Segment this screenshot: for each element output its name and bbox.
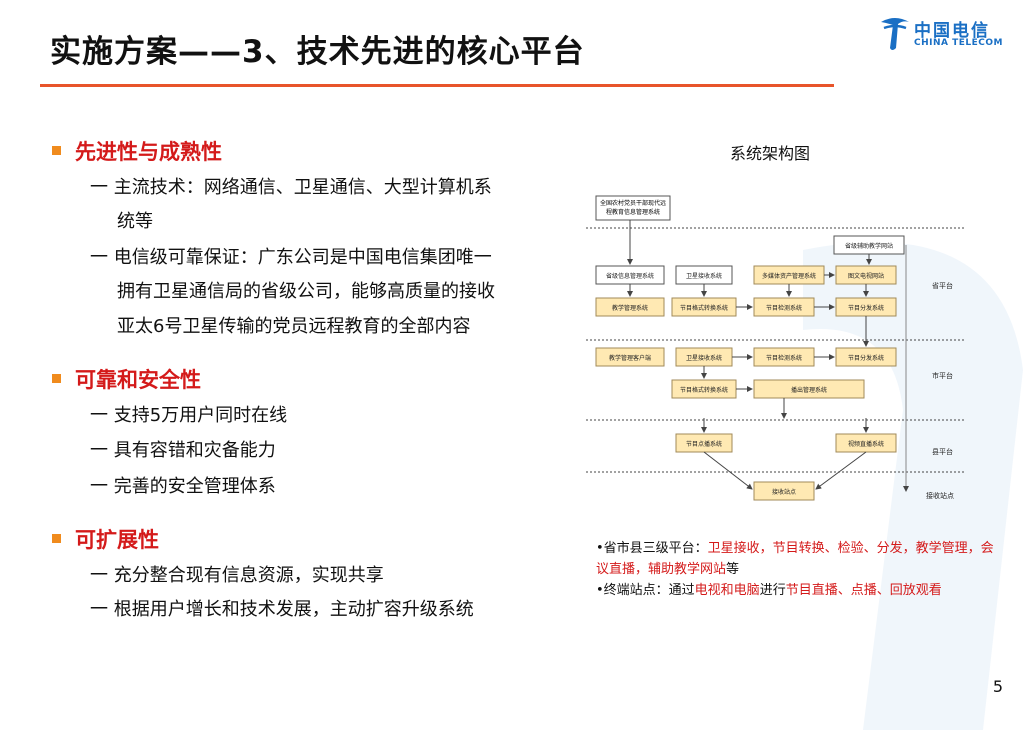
orange-bullet-icon [52, 374, 61, 383]
box-fmt-conv-p: 节目格式转换系统 [680, 304, 728, 312]
architecture-diagram: 全国农村党员干部现代远 程教育信息管理系统 省级辅助教学网站 省级信息管理系统 … [586, 195, 966, 501]
box-live: 视频直播系统 [848, 440, 884, 448]
level-county: 县平台 [932, 447, 953, 456]
box-broadcast: 播出管理系统 [791, 386, 827, 394]
top-box-label-2: 程教育信息管理系统 [606, 208, 660, 216]
list-item: 亚太6号卫星传输的党员远程教育的全部内容 [117, 316, 471, 337]
level-station: 接收站点 [926, 491, 954, 500]
list-item: 一 完善的安全管理体系 [90, 476, 276, 497]
list-item: 统等 [117, 211, 153, 232]
list-item: 拥有卫星通信局的省级公司，能够高质量的接收 [117, 281, 495, 302]
box-sat-recv-p: 卫星接收系统 [686, 272, 722, 280]
logo-cn-text: 中国电信 [914, 21, 990, 41]
list-item: 一 根据用户增长和技术发展，主动扩容升级系统 [90, 599, 474, 620]
list-item: 一 支持5万用户同时在线 [90, 405, 288, 426]
box-aux-site: 省级辅助教学网站 [845, 242, 893, 250]
box-check-c: 节目检测系统 [766, 354, 802, 362]
china-telecom-logo: 中国电信 CHINA TELECOM [878, 14, 1008, 54]
diagram-notes: •省市县三级平台：卫星接收，节目转换、检验、分发，教学管理，会议直播，辅助教学网… [596, 538, 996, 601]
level-province: 省平台 [932, 281, 953, 290]
box-dist-p: 节目分发系统 [848, 304, 884, 312]
box-teach-mgmt: 教学管理系统 [612, 304, 648, 312]
page-number: 5 [992, 677, 1003, 696]
telecom-logo-icon [881, 18, 909, 50]
box-check-p: 节目检测系统 [766, 304, 802, 312]
box-station: 接收站点 [772, 488, 796, 496]
section-heading-scalability: 可扩展性 [52, 524, 159, 554]
box-fmt-conv-c: 节目格式转换系统 [680, 386, 728, 394]
list-item: 一 具有容错和灾备能力 [90, 440, 276, 461]
section-heading-reliability: 可靠和安全性 [52, 364, 201, 394]
orange-bullet-icon [52, 534, 61, 543]
diagram-title: 系统架构图 [730, 144, 811, 163]
box-media-asset: 多媒体资产管理系统 [762, 272, 816, 280]
box-vod: 节目点播系统 [686, 440, 722, 448]
list-item: 一 主流技术：网络通信、卫星通信、大型计算机系 [90, 177, 492, 198]
top-box-label: 全国农村党员干部现代远 [600, 199, 666, 207]
list-item: 一 电信级可靠保证：广东公司是中国电信集团唯一 [90, 247, 492, 268]
note-platform: •省市县三级平台：卫星接收，节目转换、检验、分发，教学管理，会议直播，辅助教学网… [596, 541, 994, 577]
watermark-logo [803, 242, 1023, 730]
box-dist-c: 节目分发系统 [848, 354, 884, 362]
title-divider [40, 84, 834, 87]
box-web-site: 图文电视网站 [848, 272, 884, 280]
logo-en-text: CHINA TELECOM [914, 38, 1003, 48]
section-heading-advanced: 先进性与成熟性 [52, 136, 222, 166]
page-title: 实施方案——3、技术先进的核心平台 [50, 34, 585, 70]
note-terminal: •终端站点：通过电视和电脑进行节目直播、点播、回放观看 [596, 583, 942, 598]
box-teach-client: 教学管理客户端 [609, 354, 651, 362]
list-item: 一 充分整合现有信息资源，实现共享 [90, 565, 384, 586]
level-city: 市平台 [932, 371, 953, 380]
box-sat-recv-c: 卫星接收系统 [686, 354, 722, 362]
box-prov-info: 省级信息管理系统 [606, 272, 654, 280]
orange-bullet-icon [52, 146, 61, 155]
